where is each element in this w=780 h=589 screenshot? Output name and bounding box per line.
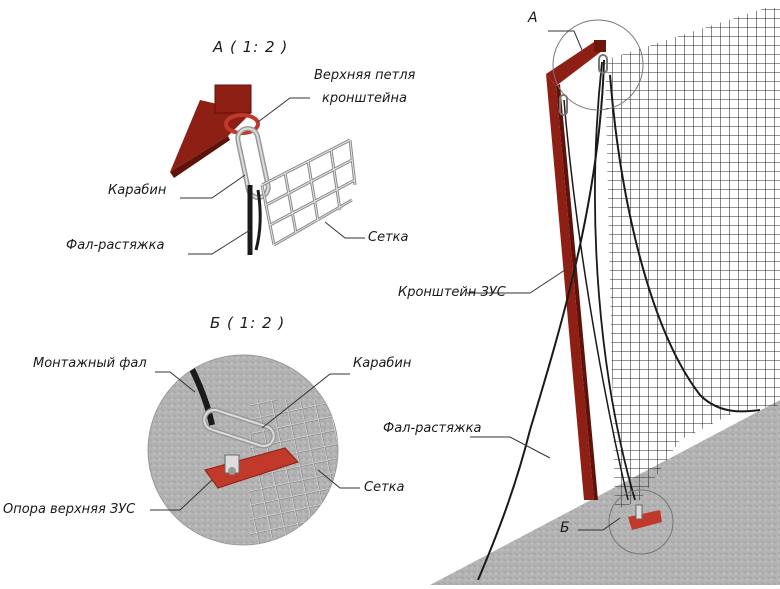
marker-a: А — [528, 10, 538, 26]
detail-b-title: Б ( 1: 2 ) — [210, 314, 286, 332]
detail-b — [147, 354, 360, 546]
label-support: Опора верхняя ЗУС — [3, 502, 136, 517]
leader-guy-rope-main — [470, 436, 551, 459]
label-net-b: Сетка — [364, 480, 405, 495]
detail-b-net — [250, 400, 338, 545]
leader-net-a — [324, 221, 365, 239]
support-plate-main — [628, 504, 662, 530]
detail-a-title: А ( 1: 2 ) — [213, 38, 289, 56]
label-upper-loop-line1: Верхняя петля — [314, 68, 416, 83]
ground-slope — [430, 400, 780, 585]
detail-a-bracket-tab — [214, 84, 252, 114]
leader-upper-loop — [257, 97, 310, 123]
net-edge-rope — [609, 74, 761, 413]
carabiner-main-side — [559, 94, 568, 116]
detail-a-carabiner-shape — [235, 126, 271, 200]
marker-b: Б — [560, 520, 570, 536]
label-net-a: Сетка — [368, 230, 409, 245]
label-carabiner-a: Карабин — [108, 183, 167, 198]
leader-mounting-rope — [155, 371, 196, 393]
leader-bracket — [467, 269, 566, 294]
label-mounting-rope: Монтажный фал — [33, 356, 147, 371]
detail-b-support-plate — [204, 447, 299, 489]
leader-carabiner-a — [180, 174, 246, 199]
label-upper-loop-line2: кронштейна — [322, 91, 407, 106]
leader-net-b — [317, 469, 360, 489]
label-bracket: Кронштейн ЗУС — [398, 285, 506, 300]
detail-a — [170, 84, 365, 255]
leader-carabiner-b — [261, 373, 350, 429]
leader-marker-a — [548, 30, 583, 51]
magnifier-circle-a — [552, 19, 644, 111]
detail-a-net — [260, 138, 357, 247]
carabiner-main-top — [598, 54, 608, 74]
label-guy-rope-main: Фал-растяжка — [383, 421, 482, 436]
label-carabiner-b: Карабин — [353, 356, 412, 371]
label-guy-rope-a: Фал-растяжка — [66, 238, 165, 253]
leader-support — [150, 479, 213, 511]
guy-rope-back — [594, 61, 636, 501]
leader-marker-b — [578, 517, 621, 531]
leader-guy-rope-a — [188, 229, 251, 255]
guy-rope-mid — [563, 99, 629, 501]
magnifier-circle-b — [608, 489, 674, 555]
guy-rope-front — [477, 59, 605, 581]
detail-b-rope — [187, 363, 215, 426]
